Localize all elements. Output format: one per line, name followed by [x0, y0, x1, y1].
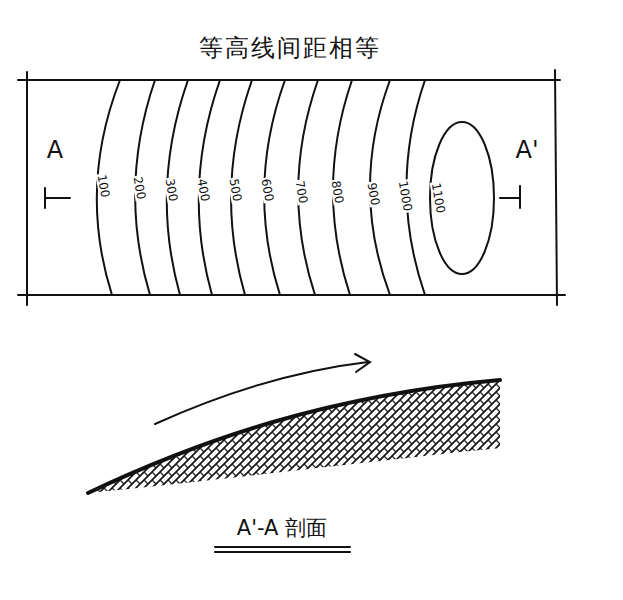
- contour-value: 300: [163, 177, 179, 204]
- summit-contour: [430, 122, 494, 274]
- slope-arrow: [155, 362, 368, 424]
- map-border-bottom: [18, 294, 565, 296]
- caption-underline: [215, 547, 350, 552]
- contour-value: 1100: [429, 181, 446, 215]
- contour-value: 400: [195, 177, 211, 204]
- section-letter: A: [47, 138, 63, 162]
- map-title: 等高线间距相等: [199, 36, 381, 60]
- section-caption: A'-A 剖面: [237, 518, 327, 539]
- section-mark-a-prime: [500, 186, 520, 208]
- section-ground: [88, 380, 500, 493]
- contour-value: 900: [365, 181, 381, 208]
- map-border-top: [18, 79, 560, 81]
- contour-value: 100: [95, 173, 111, 200]
- contour-value: 700: [293, 179, 309, 206]
- slope-arrowhead: [355, 354, 370, 372]
- contour-value: 200: [131, 175, 147, 202]
- section-letter: A': [515, 138, 538, 162]
- contour-value: 800: [329, 179, 345, 206]
- map-border-right: [555, 70, 557, 305]
- map-border-left: [26, 72, 28, 305]
- contour-value: 600: [259, 177, 275, 204]
- section-profile: [88, 380, 500, 493]
- contour-value: 500: [227, 177, 243, 204]
- section-mark-a: [45, 188, 70, 208]
- contour-value: 1000: [396, 179, 413, 213]
